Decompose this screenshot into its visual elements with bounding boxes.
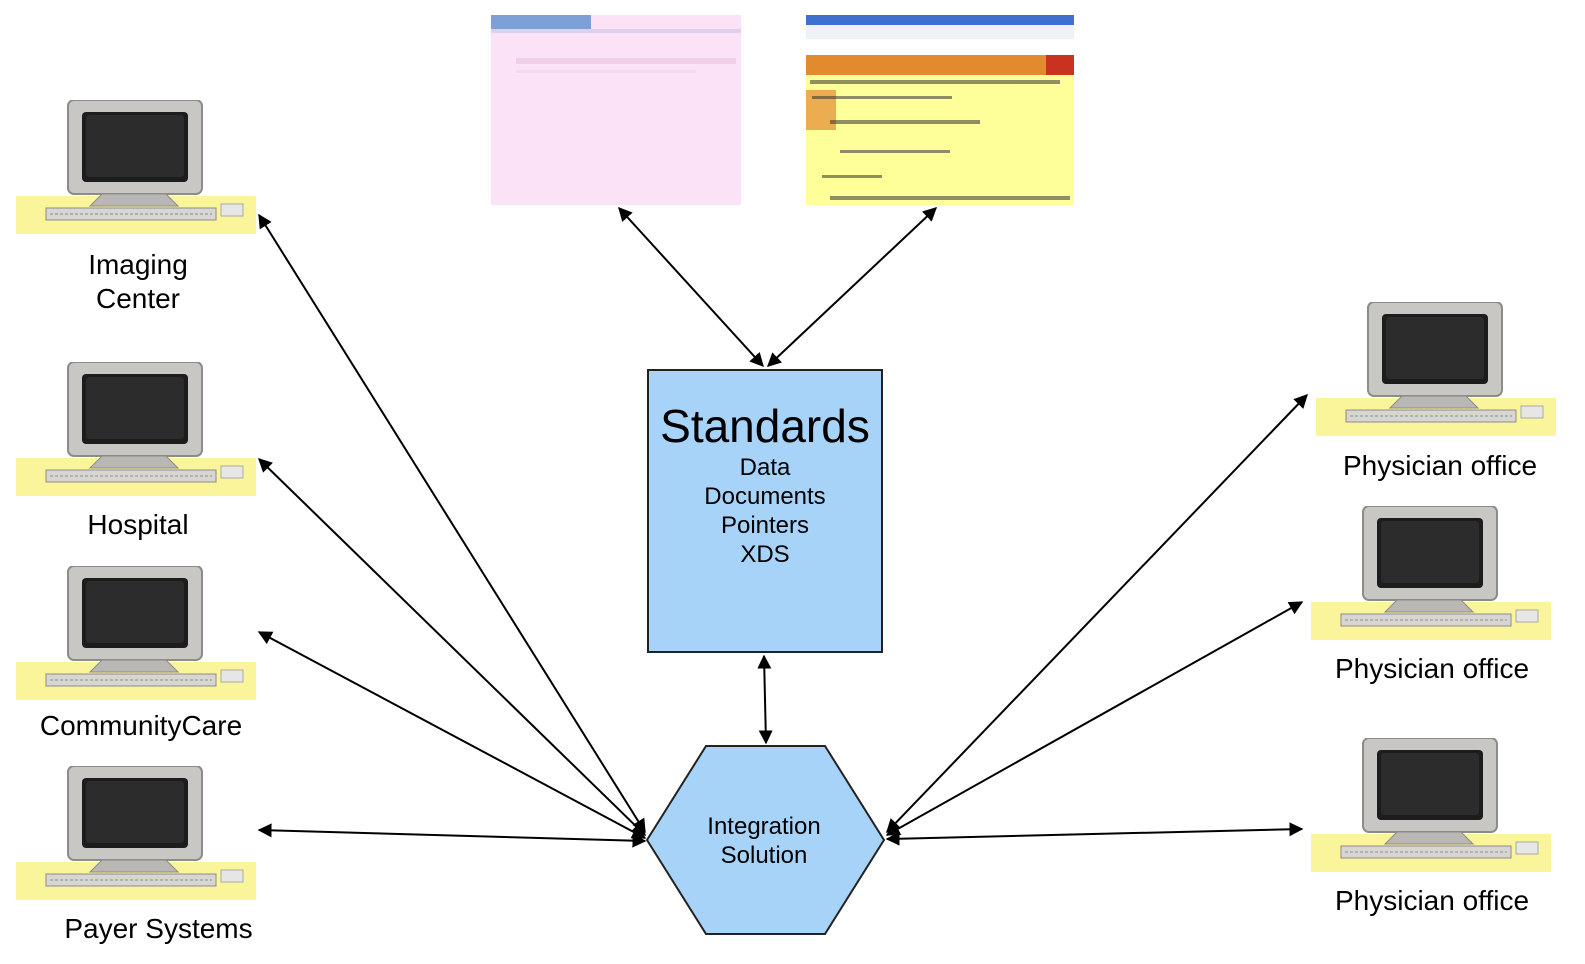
screenshot-thumbnail-2 xyxy=(806,15,1074,205)
arrow-communitycare xyxy=(257,631,647,839)
standards-item-data: Data xyxy=(739,454,791,481)
integration-solution-label: Integration Solution xyxy=(664,812,864,870)
arrow-screenshot-2 xyxy=(766,207,938,367)
arrow-imaging-center xyxy=(258,213,646,834)
imaging-center-label: Imaging Center xyxy=(38,248,238,316)
standards-item-xds: XDS xyxy=(740,541,790,568)
payer-systems-label: Payer Systems xyxy=(64,913,253,944)
arrow-hospital xyxy=(257,458,647,836)
standards-item-pointers: Pointers xyxy=(720,512,810,539)
computer-icon-communitycare xyxy=(16,566,256,701)
computer-icon-physician-office-2 xyxy=(1311,506,1551,641)
communitycare-label: CommunityCare xyxy=(39,710,243,741)
arrow-physician-office-2 xyxy=(885,601,1304,836)
arrow-payer-systems xyxy=(257,823,647,848)
standards-title: Standards xyxy=(660,400,870,452)
imaging-center-line-1: Imaging xyxy=(88,249,188,280)
standards-box: Standards Data Documents Pointers XDS xyxy=(647,369,883,653)
computer-icon-physician-office-3 xyxy=(1311,738,1551,873)
physician-office-2-label: Physician office xyxy=(1334,653,1530,684)
integration-solution-hexagon xyxy=(645,745,886,935)
arrow-physician-office-1 xyxy=(886,393,1308,834)
computer-icon-hospital xyxy=(16,362,256,497)
physician-office-3-label: Physician office xyxy=(1334,885,1530,916)
arrow-screenshot-1 xyxy=(618,206,764,368)
arrow-standards-integration xyxy=(757,654,773,745)
computer-icon-imaging-center xyxy=(16,100,256,235)
imaging-center-line-2: Center xyxy=(95,283,181,314)
computer-icon-payer-systems xyxy=(16,766,256,901)
physician-office-1-label: Physician office xyxy=(1342,450,1538,481)
computer-icon-physician-office-1 xyxy=(1316,302,1556,437)
connector-arrows xyxy=(257,206,1308,848)
screenshot-thumbnail-1 xyxy=(491,15,741,205)
integration-line-2: Solution xyxy=(720,842,808,869)
integration-line-1: Integration xyxy=(707,813,821,840)
hospital-label: Hospital xyxy=(87,509,189,540)
arrow-physician-office-3 xyxy=(885,822,1304,846)
standards-item-documents: Documents xyxy=(704,483,826,510)
